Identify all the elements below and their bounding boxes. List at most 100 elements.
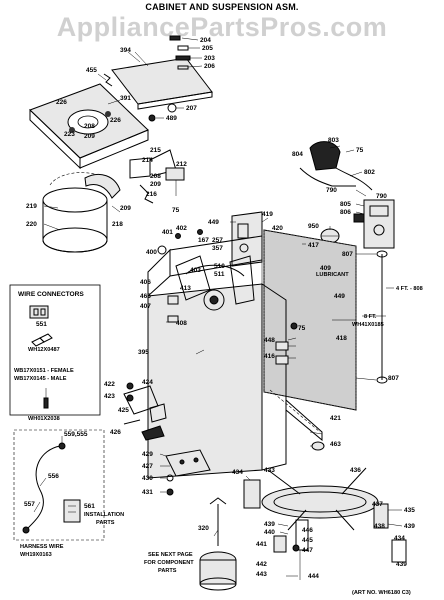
callout-790-b: 790 bbox=[376, 193, 387, 200]
lid-spring-part[interactable] bbox=[103, 73, 113, 87]
callout-805: 805 bbox=[340, 201, 351, 208]
callout-226-b: 226 bbox=[110, 117, 121, 124]
callout-416: 416 bbox=[264, 353, 275, 360]
callout-209-b: 209 bbox=[150, 181, 161, 188]
callout-423: 423 bbox=[104, 393, 115, 400]
callout-431: 431 bbox=[142, 489, 153, 496]
tub-cover-part[interactable] bbox=[42, 172, 121, 253]
callout-320: 320 bbox=[198, 525, 209, 532]
harness-wire-part-number: WH19X0163 bbox=[20, 552, 52, 558]
callout-394: 394 bbox=[120, 47, 131, 54]
callout-218: 218 bbox=[112, 221, 123, 228]
callout-448: 448 bbox=[264, 337, 275, 344]
part-number-wb17x0145: WB17X0145 - MALE bbox=[14, 376, 67, 382]
lid-hinge-hardware[interactable] bbox=[148, 35, 191, 122]
callout-203: 203 bbox=[204, 55, 215, 62]
fill-hose-part[interactable] bbox=[376, 250, 388, 384]
wire-nut-icon bbox=[43, 397, 49, 409]
callout-417: 417 bbox=[308, 242, 319, 249]
part-number-wh01x2038: WH01X2038 bbox=[28, 416, 60, 422]
foot-part[interactable] bbox=[311, 441, 325, 451]
callout-209-a: 209 bbox=[84, 133, 95, 140]
callout-214: 214 bbox=[142, 157, 153, 164]
callout-215: 215 bbox=[150, 147, 161, 154]
callout-444: 444 bbox=[308, 573, 319, 580]
hose-4ft-label: 4 FT. - 808 bbox=[396, 286, 423, 292]
callout-434-a: 434 bbox=[232, 469, 243, 476]
callout-438: 438 bbox=[374, 523, 385, 530]
callout-435: 435 bbox=[404, 507, 415, 514]
callout-455: 455 bbox=[86, 67, 97, 74]
callout-226-a: 226 bbox=[56, 99, 67, 106]
callout-559-555: 559,555 bbox=[64, 431, 88, 438]
top-frame-hardware[interactable] bbox=[157, 229, 203, 323]
callout-418: 418 bbox=[336, 335, 347, 342]
callout-445: 445 bbox=[302, 537, 313, 544]
callout-205: 205 bbox=[202, 45, 213, 52]
spade-female-icon bbox=[39, 333, 53, 343]
leveling-leg-part[interactable] bbox=[123, 382, 167, 441]
mixing-valve-part[interactable] bbox=[299, 141, 395, 249]
part-number-wh12x0487: WH12X0487 bbox=[28, 347, 60, 353]
callout-206: 206 bbox=[204, 63, 215, 70]
callout-510: 510 bbox=[214, 263, 225, 270]
callout-557: 557 bbox=[24, 501, 35, 508]
callout-803: 803 bbox=[328, 137, 339, 144]
callout-406: 406 bbox=[140, 279, 151, 286]
callout-449-a: 449 bbox=[208, 219, 219, 226]
callout-208-a: 208 bbox=[84, 123, 95, 130]
callout-806: 806 bbox=[340, 209, 351, 216]
callout-950: 950 bbox=[308, 223, 319, 230]
callout-403: 403 bbox=[190, 267, 201, 274]
rear-panel-part[interactable] bbox=[263, 229, 357, 411]
callout-443: 443 bbox=[256, 571, 267, 578]
art-number: (ART NO. WH6180 C3) bbox=[352, 590, 411, 596]
shock-absorber-part[interactable] bbox=[273, 519, 407, 580]
callout-167: 167 bbox=[198, 237, 209, 244]
callout-790-a: 790 bbox=[326, 187, 337, 194]
callout-391: 391 bbox=[120, 95, 131, 102]
lubricant-label: LUBRICANT bbox=[316, 272, 349, 278]
callout-75-c: 75 bbox=[298, 325, 306, 332]
callout-409: 409 bbox=[320, 265, 331, 272]
cabinet-part[interactable] bbox=[147, 235, 287, 479]
part-number-wb17x0151: WB17X0151 - FEMALE bbox=[14, 368, 74, 374]
installation-parts-packet[interactable] bbox=[63, 499, 81, 523]
lid-switch-part[interactable] bbox=[129, 149, 185, 204]
callout-807-b: 807 bbox=[388, 375, 399, 382]
callout-465: 465 bbox=[140, 293, 151, 300]
top-cover-part[interactable] bbox=[29, 83, 149, 170]
callout-421: 421 bbox=[330, 415, 341, 422]
callout-207: 207 bbox=[186, 105, 197, 112]
callout-402: 402 bbox=[176, 225, 187, 232]
callout-434-b: 434 bbox=[394, 535, 405, 542]
harness-wire-box: HARNESS WIRE WH19X0163 bbox=[13, 429, 105, 558]
control-bracket-part[interactable] bbox=[231, 211, 263, 267]
gearcase-bracket-part[interactable] bbox=[165, 449, 211, 496]
callout-439-a: 439 bbox=[404, 523, 415, 530]
callout-446: 446 bbox=[302, 527, 313, 534]
harness-wire-title: HARNESS WIRE bbox=[20, 544, 64, 550]
callout-220: 220 bbox=[26, 221, 37, 228]
installation-label-2: PARTS bbox=[96, 520, 115, 526]
callout-419: 419 bbox=[262, 211, 273, 218]
callout-511: 511 bbox=[214, 271, 225, 278]
callout-400: 400 bbox=[146, 249, 157, 256]
callout-75-b: 75 bbox=[172, 207, 180, 214]
callout-489: 489 bbox=[166, 115, 177, 122]
rear-rail-part[interactable] bbox=[269, 389, 323, 442]
transmission-part[interactable] bbox=[199, 497, 237, 591]
callout-395: 395 bbox=[138, 349, 149, 356]
callout-439-b: 439 bbox=[264, 521, 275, 528]
suspension-base-part[interactable] bbox=[243, 467, 389, 531]
callout-425: 425 bbox=[118, 407, 129, 414]
hose-8ft-label: 8 FT. bbox=[364, 314, 377, 320]
diagram-title: CABINET AND SUSPENSION ASM. bbox=[145, 2, 299, 12]
leader-lines bbox=[33, 37, 403, 577]
callout-433: 433 bbox=[264, 467, 275, 474]
callout-labels: 394 455 391 226 226 223 208 209 204 205 … bbox=[24, 37, 415, 580]
callout-447: 447 bbox=[302, 547, 313, 554]
callout-561: 561 bbox=[84, 503, 95, 510]
callout-216: 216 bbox=[146, 191, 157, 198]
